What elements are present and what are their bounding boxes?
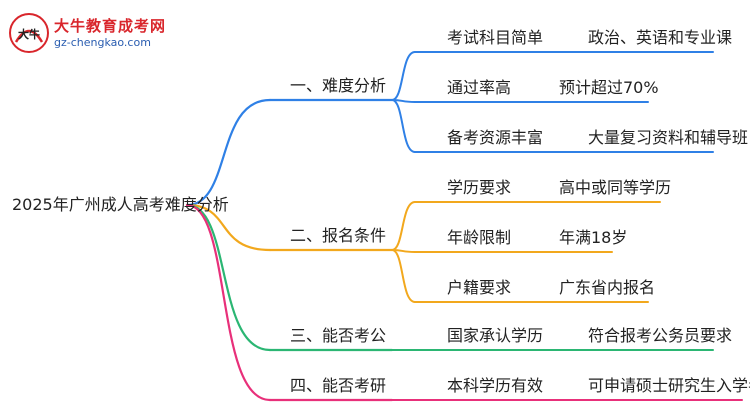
logo-title: 大牛教育成考网 [54,17,167,35]
logo-url: gz-chengkao.com [54,36,151,49]
root-topic: 2025年广州成人高考难度分析 [12,195,229,214]
child-key: 户籍要求 [447,278,512,297]
child-connector [391,99,416,153]
branch-connector [185,203,272,402]
branch-connector [185,203,272,352]
branch-connector [185,203,272,252]
branch-label: 四、能否考研 [290,376,387,395]
child-value: 年满18岁 [559,228,628,247]
child-key: 年龄限制 [447,228,512,247]
child-value: 预计超过70% [559,78,659,97]
child-value: 大量复习资料和辅导班 [588,128,749,147]
child-key: 国家承认学历 [447,326,544,345]
branch-label: 三、能否考公 [290,326,387,345]
branch-connector [185,98,272,207]
child-value: 高中或同等学历 [559,178,672,197]
child-key: 学历要求 [447,178,512,197]
svg-text:大牛: 大牛 [18,27,40,41]
child-key: 通过率高 [447,78,512,97]
branch-label: 二、报名条件 [290,226,387,245]
branch-label: 一、难度分析 [290,76,387,95]
child-key: 本科学历有效 [447,376,544,395]
logo-mark-icon: 大牛 [9,13,49,53]
child-connector [391,51,416,101]
child-value: 广东省内报名 [559,278,656,297]
child-connector [391,249,416,303]
child-value: 符合报考公务员要求 [588,326,733,345]
child-key: 考试科目简单 [447,28,544,47]
site-logo[interactable]: 大牛 大牛教育成考网 gz-chengkao.com [8,12,168,56]
child-key: 备考资源丰富 [447,128,544,147]
child-value: 可申请硕士研究生入学考试 [588,376,750,395]
child-value: 政治、英语和专业课 [588,28,733,47]
child-connector [391,201,416,251]
